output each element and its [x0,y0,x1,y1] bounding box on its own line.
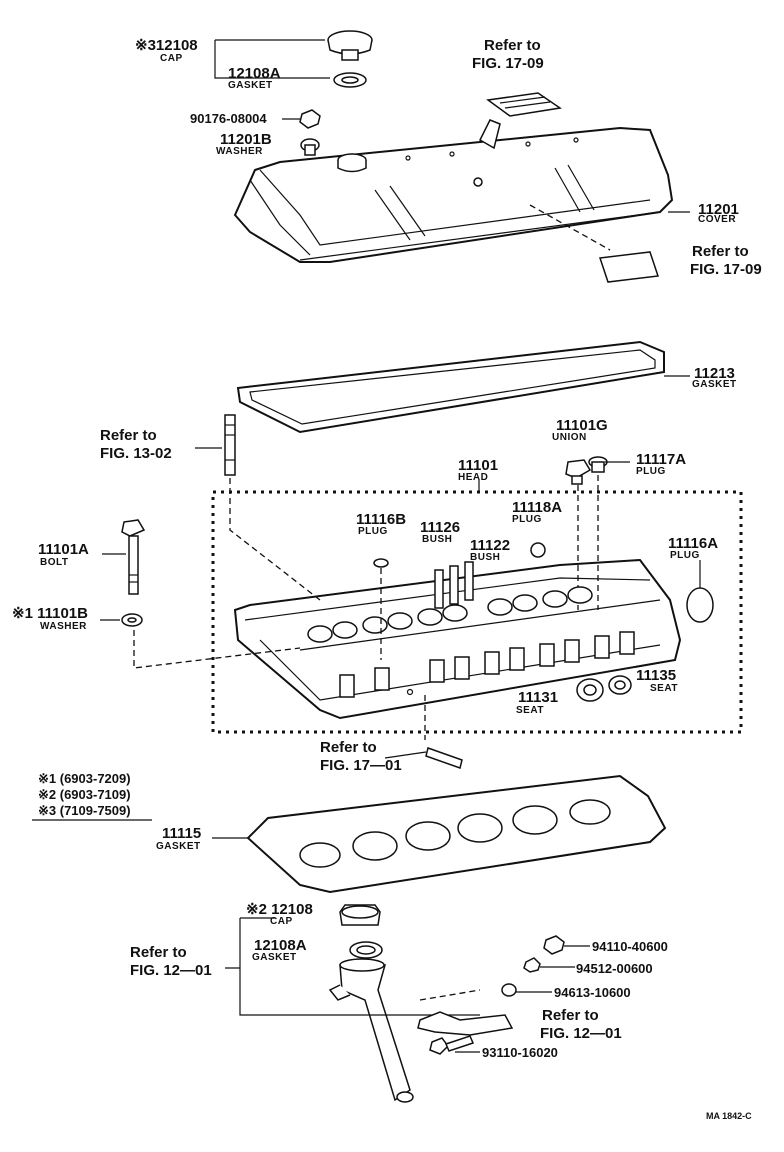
union-part-name: UNION [552,432,587,443]
bracket-washer-icon [523,957,541,973]
nut-icon [299,109,321,129]
head-part-name: HEAD [458,472,489,483]
seat-b-part-name: SEAT [516,705,544,716]
seat-a-part-name: SEAT [650,683,678,694]
refer-fig-12-01-b-line1: Refer to [542,1007,599,1024]
bush-b-part-name: BUSH [470,552,501,563]
plug-d-part-name: PLUG [670,550,700,561]
bracket-nut-icon [543,935,565,955]
valve-seat-exhaust-icon [608,675,632,695]
refer-fig-17-01-line1: Refer to [320,739,377,756]
stud-icon [224,414,236,476]
head-bolt-washer-icon [121,613,143,627]
head-gasket-part-name: GASKET [156,841,201,852]
gasket-bottom-part-number: 12108A [254,937,307,954]
seat-a-part-number: 11135 [636,667,677,684]
plug-b-part-name: PLUG [358,526,388,537]
cap-gasket-bottom-icon [349,941,383,959]
refer-fig-17-09-a-line2: FIG. 17-09 [472,55,544,72]
oil-filler-cap-bottom-icon [339,904,381,926]
cap-top-part-name: CAP [160,53,183,64]
plug-a-part-name: PLUG [636,466,666,477]
head-gasket-icon [212,774,667,894]
gasket-top-part-name: GASKET [228,80,273,91]
washer-c-part-number: ※1 11101B [12,605,88,622]
union-icon [565,459,592,485]
cover-gasket-icon [236,340,690,434]
bolt-part-name: BOLT [40,557,69,568]
refer-fig-17-09-a-line1: Refer to [484,37,541,54]
cover-part-number: 11201 [698,201,739,218]
head-bolt-icon [121,519,146,595]
cover-gasket-part-number: 11213 [694,365,735,382]
seat-b-part-number: 11131 [518,689,559,706]
refer-fig-13-02-line2: FIG. 13-02 [100,445,172,462]
bracket-spring-washer-icon [501,983,517,997]
nut-part-number: 90176-08004 [190,111,267,126]
cap-bottom-part-name: CAP [270,916,293,927]
tube-bracket-icon [417,1011,514,1036]
washer-icon [300,138,320,156]
head-gasket-part-number: 11115 [162,825,202,842]
washer-b-part-name: WASHER [216,146,263,157]
note-applicability-1: ※1 (6903-7209) [38,771,131,786]
expansion-plug-large-icon [686,587,714,623]
refer-fig-17-09-b-line2: FIG. 17-09 [690,261,762,278]
bracket-bolt-icon [429,1035,475,1055]
breather-plate-icon [486,92,562,117]
gasket-top-part-number: 12108A [228,65,281,82]
bush-a-part-number: 11126 [420,519,461,536]
plug-c-part-number: 11118A [512,499,563,516]
refer-fig-12-01-b-line2: FIG. 12—01 [540,1025,622,1042]
bush-a-part-name: BUSH [422,534,453,545]
note-applicability-3: ※3 (7109-7509) [38,803,131,818]
bush-b-part-number: 11122 [470,537,511,554]
cylinder-head-icon [233,558,682,720]
oil-filler-cap-top-icon [327,30,373,61]
cap-bottom-part-number: ※2 12108 [246,901,313,918]
nut-a-part-number: 94110-40600 [592,939,668,954]
cap-gasket-top-icon [333,72,367,88]
bolt-part-number: 11101A [38,541,89,558]
head-plug-icon [588,456,608,473]
expansion-plug-small-icon [373,558,389,568]
cover-baffle-plate-icon [598,251,660,283]
head-part-number: 11101 [458,457,499,474]
bracket-bolt-part-number: 93110-16020 [482,1045,558,1060]
plug-a-part-number: 11117A [636,451,687,468]
catalog-code: MA 1842-C [706,1111,752,1121]
cover-part-name: COVER [698,214,737,225]
cover-gasket-part-name: GASKET [692,379,737,390]
refer-fig-13-02-line1: Refer to [100,427,157,444]
exhaust-stud-icon [425,747,463,769]
nut-b-part-number: 94512-00600 [576,961,653,976]
union-part-number: 11101G [556,417,608,434]
nut-c-part-number: 94613-10600 [554,985,631,1000]
refer-fig-12-01-a-line2: FIG. 12—01 [130,962,212,979]
gasket-bottom-part-name: GASKET [252,952,297,963]
cap-top-part-number: ※312108 [135,37,198,54]
plug-d-part-number: 11116A [668,535,719,552]
valve-seat-intake-icon [576,678,604,702]
oil-plug-icon [530,542,546,558]
plug-b-part-number: 11116B [356,511,407,528]
refer-fig-17-09-b-line1: Refer to [692,243,749,260]
refer-fig-12-01-a-line1: Refer to [130,944,187,961]
washer-b-part-number: 11201B [220,131,272,148]
oil-filler-tube-icon [328,958,414,1103]
note-applicability-2: ※2 (6903-7109) [38,787,131,802]
refer-fig-17-01-line2: FIG. 17—01 [320,757,402,774]
cylinder-head-cover-icon [233,119,690,263]
washer-c-part-name: WASHER [40,621,87,632]
plug-c-part-name: PLUG [512,514,542,525]
